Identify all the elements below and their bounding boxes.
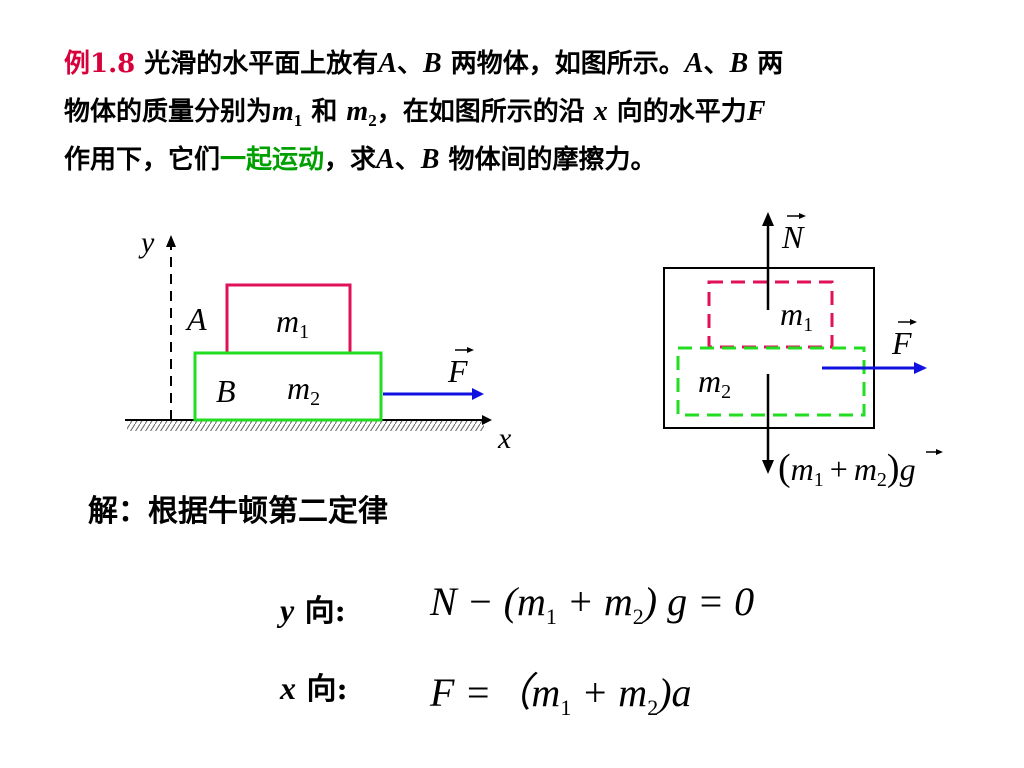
x-axis-arrow [482,415,492,425]
var-x: x [280,670,296,706]
problem-line-3: 作用下，它们一起运动，求A、B 物体间的摩擦力。 [64,136,994,184]
eq-part: + m [571,670,648,715]
force-arrowhead [472,388,484,400]
force-arrowhead-right [914,362,927,374]
block-a-letter: A [185,301,207,337]
y-equation: N − (m1 + m2) g = 0 [430,578,754,630]
x-axis-label: x [497,422,512,455]
block-a-mass-right: m1 [780,296,813,336]
y-axis-label: y [138,226,155,259]
eq-part: N − (m [430,579,546,624]
normal-vector-mark-head [799,213,806,219]
block-b-mass-right: m2 [698,363,731,403]
text: 和 [302,97,347,127]
normal-force-label: N [781,219,805,255]
eq-part: ) g = 0 [643,579,755,624]
subscript: 1 [560,695,572,720]
text: 作用下，它们 [64,145,221,175]
eq-part: F =（m [430,670,561,715]
y-axis-arrow [166,235,176,247]
text: 两物体，如图所示。 [441,49,685,79]
weight-vector-mark-head [936,449,943,455]
highlight-together: 一起运动 [220,145,325,175]
subscript: 2 [368,111,377,131]
problem-statement: 例1.8 光滑的水平面上放有A、B 两物体，如图所示。A、B 两 物体的质量分别… [64,40,994,184]
force-vector-mark-head [467,347,474,353]
solution-heading: 解：根据牛顿第二定律 [88,494,388,529]
text: ，在如图所示的沿 [376,97,594,127]
text: 物体的质量分别为 [64,97,273,127]
block-b-mass: m2 [287,370,320,410]
var-a: A [376,144,395,175]
y-direction-label: y 向: [280,586,346,630]
force-label: F [447,353,468,389]
subscript: 1 [293,111,303,131]
system-box [663,267,875,429]
direction-text: 向: [296,672,348,707]
block-a-mass: m1 [276,303,309,343]
example-label: 例1.8 [64,49,136,79]
text: 光滑的水平面上放有 [144,49,379,79]
var-x: x [593,96,608,127]
subscript: 2 [632,604,644,629]
var-a: A [378,48,397,79]
var-f: F [746,96,766,127]
var-a: A [684,48,704,79]
block-a [225,283,352,355]
text: 向的水平力 [607,97,747,127]
force-vector-mark-right-head [910,319,917,325]
eq-part: )a [658,670,692,715]
x-direction-label: x 向: [280,664,348,708]
block-b-letter: B [216,373,236,409]
var-y: y [280,592,295,628]
problem-line-2: 物体的质量分别为m1 和 m2，在如图所示的沿 x 向的水平力F [64,88,994,136]
eq-part: + m [556,579,633,624]
text: 、 [397,49,424,79]
text: 、 [394,145,421,175]
block-b-dashed [676,346,866,417]
text: 物体间的摩擦力。 [439,145,657,175]
normal-force-arrowhead [762,212,774,226]
var-m2: m [346,96,369,127]
subscript: 1 [545,604,557,629]
var-b: B [420,144,440,175]
block-a-dashed [707,280,834,349]
problem-line-1: 例1.8 光滑的水平面上放有A、B 两物体，如图所示。A、B 两 [64,40,994,88]
x-equation: F =（m1 + m2)a [430,660,692,721]
var-b: B [423,48,442,79]
subscript: 2 [647,695,659,720]
block-b [193,351,383,422]
text: 两 [748,49,784,79]
floor-hatch [127,421,484,431]
text: ，求 [324,145,377,175]
weight-arrowhead [762,460,774,474]
text: 、 [703,49,730,79]
var-m1: m [272,96,294,127]
weight-label: (m1+m2)g [778,447,916,491]
var-b: B [729,48,749,79]
force-label-right: F [891,325,912,361]
direction-text: 向: [294,594,346,629]
